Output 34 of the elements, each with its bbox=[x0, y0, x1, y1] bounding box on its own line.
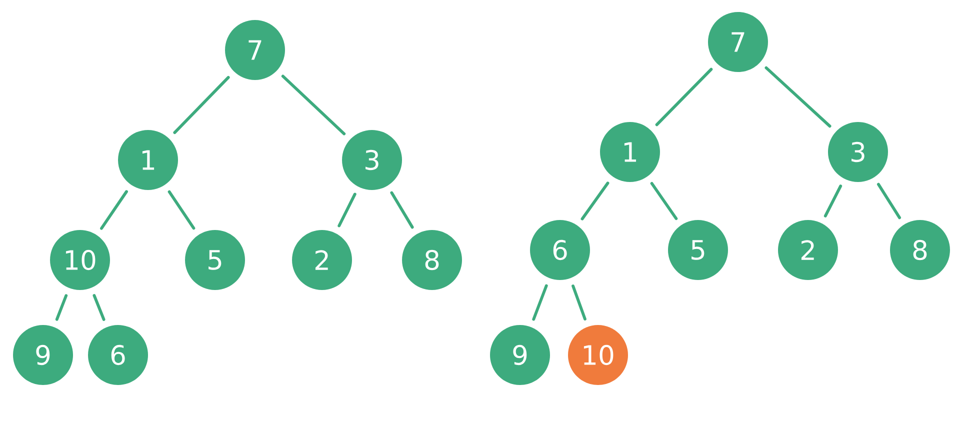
branch-line bbox=[655, 68, 713, 126]
tree-node: 9 bbox=[13, 325, 74, 385]
branch-line bbox=[532, 284, 548, 321]
branch-line bbox=[390, 191, 414, 229]
branch-line bbox=[168, 190, 196, 230]
branch-line bbox=[650, 182, 678, 220]
tree-node: 1 bbox=[600, 122, 660, 182]
branch-line bbox=[572, 284, 586, 320]
tree-node: 2 bbox=[778, 220, 838, 280]
tree-node: 9 bbox=[490, 325, 550, 385]
branch-line bbox=[580, 182, 610, 220]
tree-node: 8 bbox=[402, 230, 462, 290]
branch-line bbox=[764, 66, 832, 128]
tree-node: 3 bbox=[828, 122, 888, 182]
branch-line bbox=[338, 192, 356, 228]
tree-node: 1 bbox=[118, 130, 178, 190]
tree-node: 7 bbox=[708, 12, 768, 72]
branch-line bbox=[824, 184, 842, 218]
tree-node: 5 bbox=[668, 220, 728, 280]
tree-node: 6 bbox=[88, 325, 148, 385]
tree-node: 2 bbox=[292, 230, 352, 290]
branch-line bbox=[281, 74, 346, 136]
branch-line bbox=[55, 294, 68, 321]
tree-node: 8 bbox=[890, 220, 950, 280]
branch-line bbox=[100, 190, 128, 230]
tree-node: 6 bbox=[530, 220, 590, 280]
tree-node: 7 bbox=[225, 20, 285, 80]
branch-line bbox=[92, 294, 106, 321]
branch-line bbox=[876, 182, 901, 220]
tree-node: 3 bbox=[342, 130, 402, 190]
tree-node: 10 bbox=[50, 230, 110, 290]
tree-node: 10 bbox=[568, 325, 628, 385]
branch-line bbox=[173, 76, 230, 134]
tree-node: 5 bbox=[185, 230, 245, 290]
